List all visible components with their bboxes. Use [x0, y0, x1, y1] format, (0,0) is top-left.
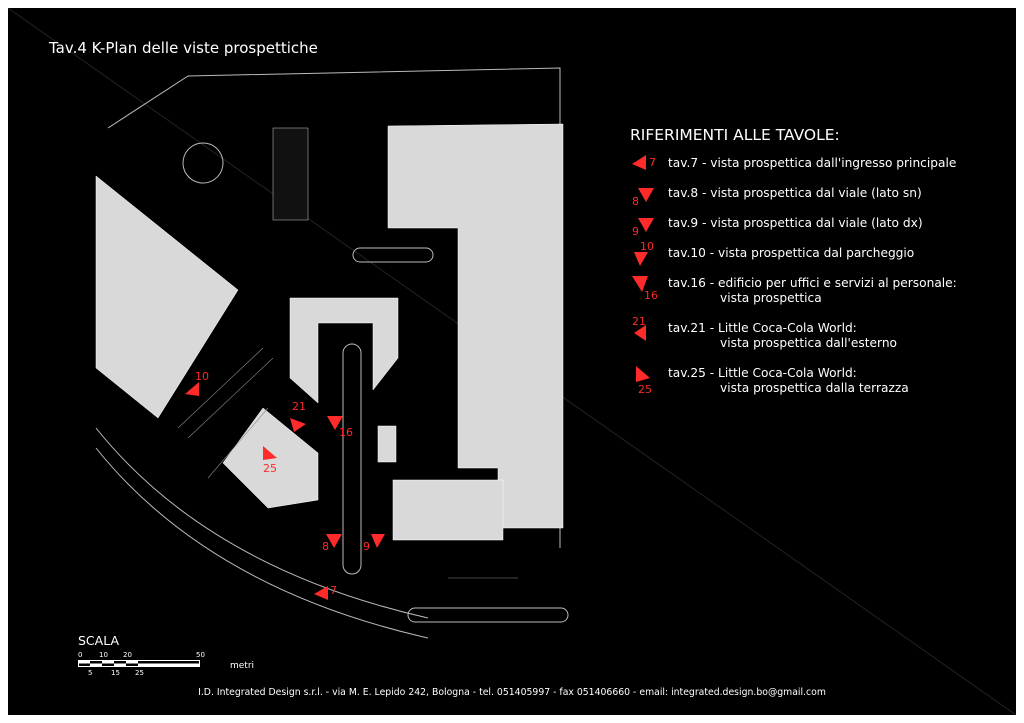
svg-text:21: 21 [632, 315, 646, 328]
camera-view-icon [314, 586, 328, 600]
scale-title: SCALA [78, 633, 120, 648]
svg-text:9: 9 [632, 225, 639, 238]
building-west [95, 175, 239, 419]
camera-view-icon [185, 382, 199, 396]
sheet-title: Tav.4 K-Plan delle viste prospettiche [49, 39, 318, 57]
view-marker-21[interactable]: 21 [284, 400, 314, 436]
camera-view-icon [371, 534, 385, 548]
camera-view-icon: 8 [630, 180, 664, 208]
camera-view-icon [326, 534, 342, 548]
building-offices [289, 297, 399, 404]
camera-view-icon: 21 [630, 315, 664, 343]
building-north [272, 127, 309, 221]
view-marker-16[interactable]: 16 [323, 406, 353, 439]
drawing-sheet: Tav.4 K-Plan delle viste prospettiche 10… [8, 8, 1016, 715]
camera-view-icon [327, 416, 343, 430]
camera-view-icon: 9 [630, 210, 664, 238]
svg-text:16: 16 [644, 289, 658, 300]
scale-bar: SCALA 0 10 20 50 5 15 25 metri [78, 633, 255, 677]
camera-view-icon: 10 [630, 240, 664, 268]
buildings [95, 123, 564, 541]
camera-view-icon: 7 [630, 150, 664, 178]
svg-text:25: 25 [638, 383, 652, 394]
svg-text:7: 7 [649, 156, 656, 169]
svg-text:10: 10 [640, 240, 654, 253]
view-marker-8[interactable]: 8 [320, 526, 350, 553]
svg-text:8: 8 [632, 195, 639, 208]
building-small [377, 425, 397, 463]
scale-unit: metri [230, 661, 255, 671]
view-marker-7[interactable]: 7 [312, 582, 342, 608]
view-marker-9[interactable]: 9 [361, 526, 391, 553]
building-main [387, 123, 564, 529]
scale-graphic [78, 660, 200, 667]
camera-view-icon [290, 418, 306, 432]
building-annex [392, 479, 504, 541]
view-marker-10[interactable]: 10 [183, 370, 213, 402]
view-marker-25[interactable]: 25 [253, 440, 283, 475]
camera-view-icon: 16 [630, 270, 664, 302]
camera-view-icon [263, 446, 277, 460]
legend-title: RIFERIMENTI ALLE TAVOLE: [630, 126, 840, 144]
site-plan [8, 8, 1016, 715]
footer-contact: I.D. Integrated Design s.r.l. - via M. E… [198, 687, 826, 698]
parking [177, 347, 518, 579]
camera-view-icon: 25 [630, 360, 664, 396]
